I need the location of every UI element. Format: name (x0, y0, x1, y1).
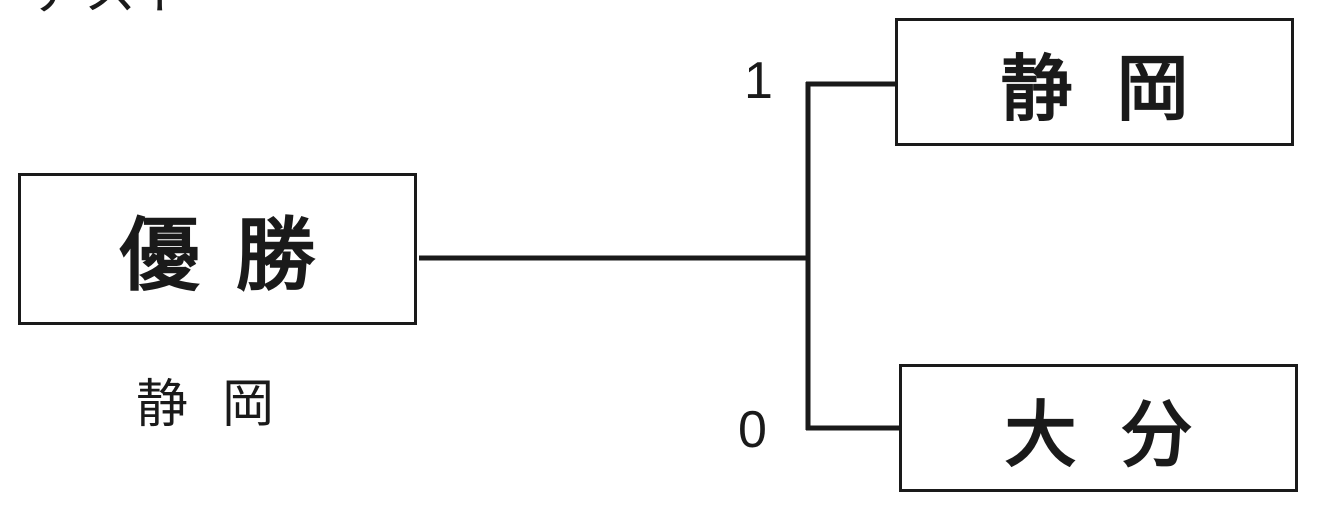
top-team-box: 静岡 (895, 18, 1294, 146)
bottom-team-name: 大分 (1004, 392, 1237, 477)
champion-label: 優勝 (119, 209, 352, 302)
bottom-team-box: 大分 (899, 364, 1298, 492)
page-heading-fragment: テスト (28, 0, 196, 18)
bottom-team-score: 0 (738, 401, 767, 459)
top-team-score: 1 (744, 52, 773, 110)
champion-team-name: 静岡 (136, 375, 309, 435)
top-team-name: 静岡 (1000, 46, 1233, 131)
champion-box: 優勝 (18, 173, 417, 325)
